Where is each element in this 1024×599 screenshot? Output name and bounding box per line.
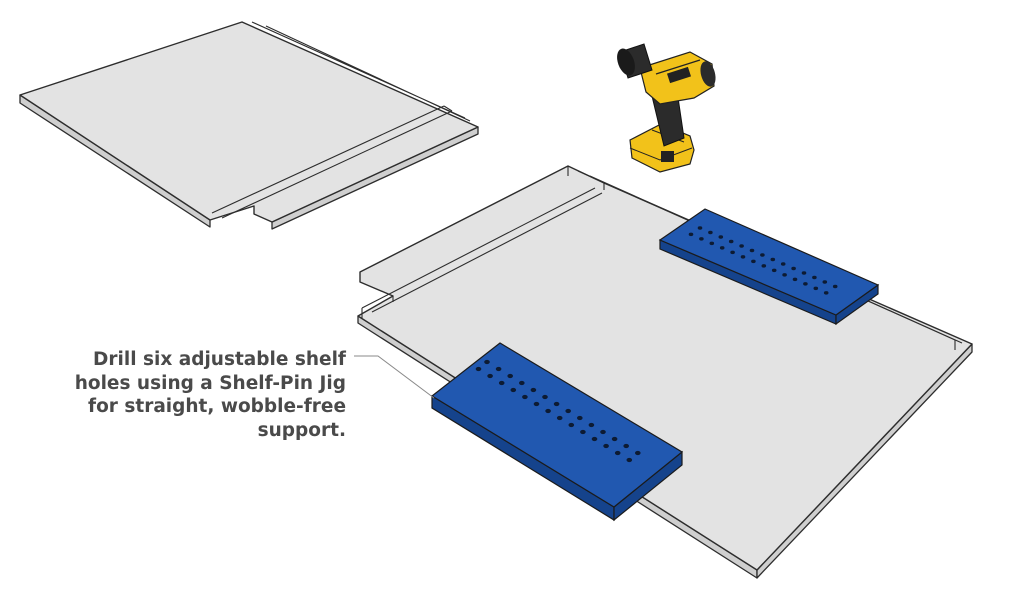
jig-hole bbox=[740, 255, 746, 259]
jig-hole bbox=[832, 284, 838, 289]
jig-hole bbox=[484, 359, 490, 365]
jig-hole bbox=[603, 443, 609, 449]
jig-hole bbox=[542, 394, 548, 400]
jig-hole bbox=[553, 401, 560, 407]
front-panel-face bbox=[357, 165, 973, 571]
jig-hole bbox=[568, 422, 575, 428]
jig-hole bbox=[626, 457, 633, 463]
jig-hole bbox=[708, 230, 713, 235]
jig-hole bbox=[519, 380, 525, 386]
front-side-panel bbox=[357, 165, 973, 579]
jig-hole bbox=[556, 415, 563, 421]
back-panel-dado-bottom bbox=[211, 105, 453, 219]
back-panel-face bbox=[19, 21, 479, 223]
jig-hole bbox=[530, 387, 537, 393]
jig-hole bbox=[600, 429, 606, 435]
jig-hole bbox=[719, 246, 725, 250]
shelf-pin-jig-front bbox=[430, 342, 684, 522]
jig-hole bbox=[611, 436, 618, 442]
jig-hole bbox=[803, 282, 808, 286]
jig-hole bbox=[591, 436, 598, 442]
jig-hole bbox=[510, 387, 517, 393]
jig-hole bbox=[782, 273, 787, 277]
jig-hole bbox=[728, 239, 734, 244]
cordless-drill-icon bbox=[617, 43, 716, 173]
jig-hole bbox=[770, 257, 776, 262]
jig-hole bbox=[522, 394, 528, 400]
jig-hole bbox=[812, 275, 817, 280]
jig-hole bbox=[730, 250, 735, 255]
jig-front-holes bbox=[475, 359, 641, 463]
jig-hole bbox=[699, 237, 704, 241]
jig-back-holes bbox=[688, 226, 838, 295]
jig-hole bbox=[495, 366, 502, 372]
jig-hole bbox=[475, 366, 482, 372]
jig-hole bbox=[635, 450, 641, 456]
jig-hole bbox=[533, 401, 540, 407]
jig-hole bbox=[823, 291, 829, 295]
jig-hole bbox=[751, 259, 756, 264]
jig-hole bbox=[801, 271, 807, 275]
jig-hole bbox=[623, 443, 629, 449]
jig-hole bbox=[718, 235, 724, 239]
jig-hole bbox=[688, 232, 694, 237]
jig-hole bbox=[749, 248, 755, 253]
jig-hole bbox=[739, 244, 744, 248]
jig-back-top bbox=[658, 208, 880, 316]
jig-hole bbox=[614, 450, 621, 456]
jig-hole bbox=[580, 429, 586, 435]
jig-hole bbox=[771, 268, 777, 273]
jig-hole bbox=[822, 280, 828, 284]
back-side-panel bbox=[19, 21, 479, 230]
shelf-pin-jig-back bbox=[658, 208, 880, 326]
callout-text: Drill six adjustable shelf holes using a… bbox=[74, 349, 346, 441]
jig-hole bbox=[761, 264, 767, 268]
jig-hole bbox=[487, 373, 493, 379]
jig-hole bbox=[565, 408, 571, 414]
jig-hole bbox=[588, 422, 595, 428]
jig-hole bbox=[780, 262, 786, 266]
jig-hole bbox=[709, 241, 715, 246]
jig-hole bbox=[813, 286, 819, 291]
jig-hole bbox=[791, 266, 796, 271]
jig-hole bbox=[498, 380, 505, 386]
jig-hole bbox=[697, 226, 703, 230]
front-panel-dado-left bbox=[361, 187, 603, 318]
jig-hole bbox=[792, 277, 798, 282]
jig-hole bbox=[545, 408, 551, 414]
jig-hole bbox=[507, 373, 513, 379]
jig-hole bbox=[760, 253, 765, 257]
jig-hole bbox=[577, 415, 583, 421]
back-panel-dado-top bbox=[251, 21, 471, 122]
jig-front-top bbox=[430, 342, 684, 508]
callout-leader-line bbox=[354, 355, 435, 399]
